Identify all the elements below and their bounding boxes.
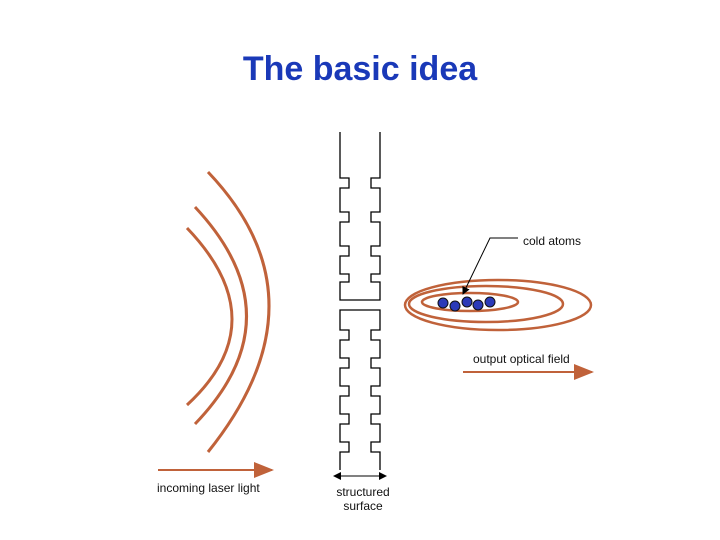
- atom: [461, 296, 473, 308]
- output-ring-middle: [407, 284, 565, 324]
- incoming-wavefronts: [185, 170, 271, 453]
- cold-atoms: [437, 296, 496, 312]
- output-field-label: output optical field: [473, 352, 570, 366]
- cold-atoms-label: cold atoms: [523, 234, 582, 248]
- atom: [437, 297, 449, 309]
- output-field-rings: [403, 278, 593, 332]
- output-ring-outer: [403, 278, 593, 332]
- atom: [472, 299, 484, 311]
- atom: [449, 300, 461, 312]
- cold-atoms-pointer: [462, 237, 518, 295]
- structured-surface-label: structured surface: [336, 485, 390, 513]
- wavefront-outer: [206, 170, 271, 453]
- structured-surface-upper: [339, 132, 381, 301]
- wavefront-middle: [193, 205, 248, 426]
- incoming-light-label: incoming laser light: [157, 481, 260, 495]
- structured-surface-lower: [339, 309, 381, 470]
- page-title: The basic idea: [242, 50, 478, 88]
- wavefront-inner: [185, 226, 234, 407]
- atom: [484, 296, 496, 308]
- output-ring-inner: [420, 291, 520, 313]
